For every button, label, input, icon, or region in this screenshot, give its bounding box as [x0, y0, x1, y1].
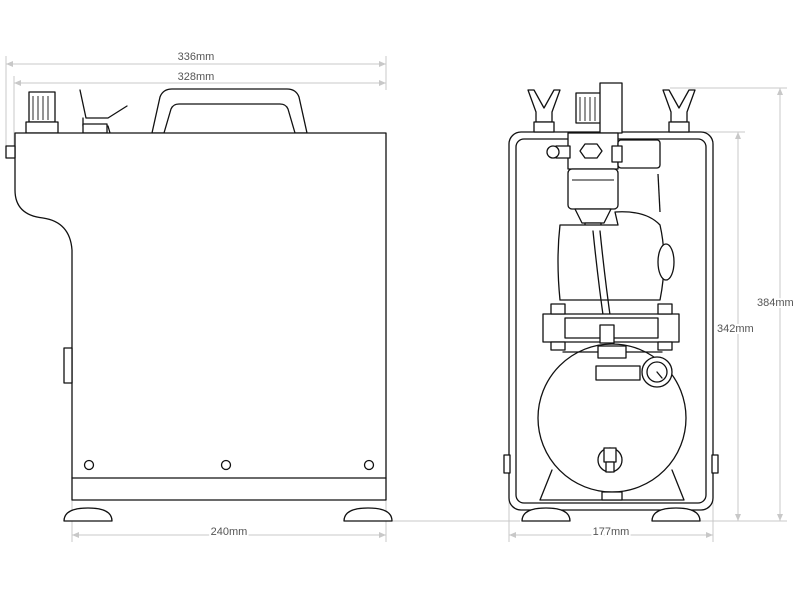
overall-height-label: 384mm [757, 297, 794, 309]
foot [343, 507, 393, 522]
front-view [503, 82, 719, 522]
dimension-lines [5, 56, 787, 542]
screw-icon [83, 459, 95, 471]
body-height-label: 342mm [717, 323, 754, 335]
top-width-label: 328mm [178, 71, 215, 83]
hex-nut-icon [579, 143, 603, 159]
side-body [14, 132, 387, 501]
vent-slots [130, 220, 276, 279]
side-fitting [5, 145, 16, 159]
carry-handle [151, 88, 308, 134]
foot [521, 507, 571, 522]
foot [651, 507, 701, 522]
side-base-width-label: 240mm [211, 526, 248, 538]
screw-icon [363, 459, 375, 471]
moisture-filter [567, 168, 619, 210]
screw-icon [220, 459, 232, 471]
front-base-width-label: 177mm [593, 526, 630, 538]
side-view [5, 88, 393, 522]
airbrush-holder-right [662, 89, 696, 133]
motor-housing [557, 211, 665, 301]
overall-width-label: 336mm [178, 51, 215, 63]
foot [63, 507, 113, 522]
airbrush-holder-left [527, 89, 561, 133]
